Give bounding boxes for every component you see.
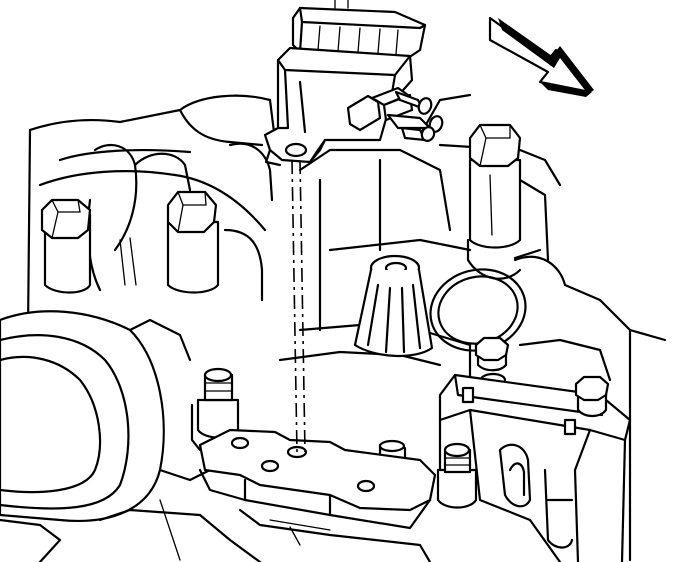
pulley-left: [0, 310, 262, 562]
direction-arrow-icon: [488, 16, 594, 97]
cone-nozzle: [353, 254, 434, 357]
nut-small-right: [474, 336, 510, 388]
stud-right: [436, 442, 478, 509]
sensor-module: [263, 0, 444, 167]
bolt-left-1: [40, 198, 92, 294]
valve-cover-ribs: [86, 142, 274, 302]
bolt-right-top: [468, 123, 522, 249]
housing-right-bottom: [468, 408, 592, 562]
bracket-right: [438, 373, 632, 562]
bolt-left-2: [166, 190, 220, 294]
mounting-plate: [198, 428, 437, 562]
